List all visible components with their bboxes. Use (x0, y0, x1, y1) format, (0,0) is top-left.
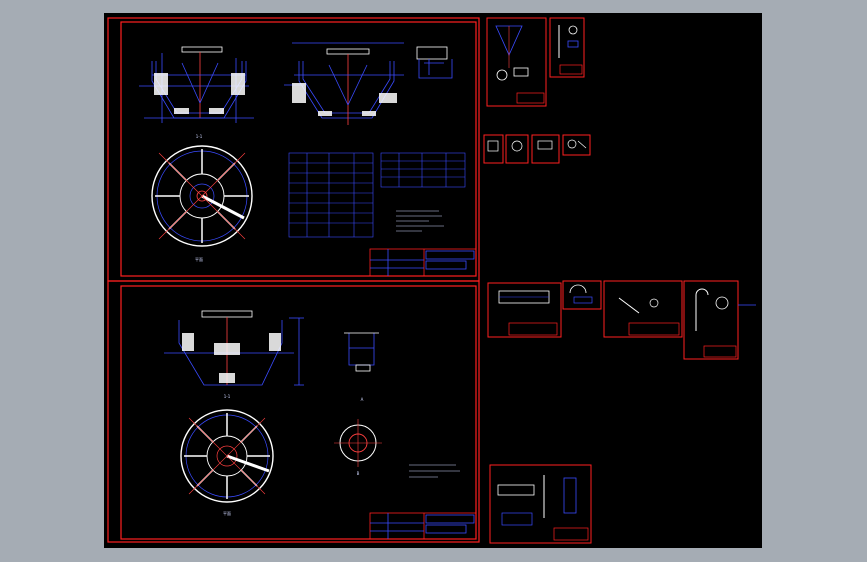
detail-sheet-2[interactable] (549, 17, 585, 78)
section-label-1: 1-1 (196, 134, 203, 139)
section-label-3: 1-1 (224, 394, 231, 399)
detail-sheet-4[interactable] (505, 134, 529, 164)
cad-viewport[interactable]: 1-1 平面 1-1 平面 A B (104, 13, 762, 548)
plan-view-1 (151, 145, 253, 247)
flange-label: B (357, 471, 360, 476)
material-table-1 (288, 152, 374, 238)
detail-sheet-5[interactable] (531, 134, 560, 164)
detail-sheet-8[interactable] (562, 280, 602, 310)
small-detail-view (416, 46, 453, 79)
notes-block-1 (396, 210, 444, 232)
detail-sheet-6[interactable] (562, 134, 591, 156)
detail-sheet-11[interactable] (489, 464, 592, 544)
detail-sheet-3[interactable] (483, 134, 504, 164)
sheet-outer-frame (107, 17, 480, 282)
plan-view-2 (180, 409, 274, 503)
title-block-2 (369, 512, 477, 540)
material-table-2 (380, 152, 466, 188)
flange-detail-view (334, 419, 382, 467)
title-block-1 (369, 248, 477, 277)
plan-label-2: 平面 (223, 511, 231, 516)
sheet-inner-frame (120, 21, 477, 277)
notes-block-2 (409, 464, 460, 478)
detail-sheet-7[interactable] (487, 282, 562, 338)
plan-label-1: 平面 (195, 257, 203, 262)
sheet-2-inner-frame (120, 285, 477, 540)
bracket-detail-view (344, 332, 379, 372)
bracket-label: A (361, 397, 364, 402)
detail-sheet-1[interactable] (486, 17, 547, 107)
sheet-2-outer-frame (107, 280, 480, 543)
cad-drawing-canvas[interactable]: 1-1 平面 1-1 平面 A B (104, 13, 762, 548)
detail-sheet-9[interactable] (603, 280, 683, 338)
detail-sheet-10[interactable] (683, 280, 756, 360)
